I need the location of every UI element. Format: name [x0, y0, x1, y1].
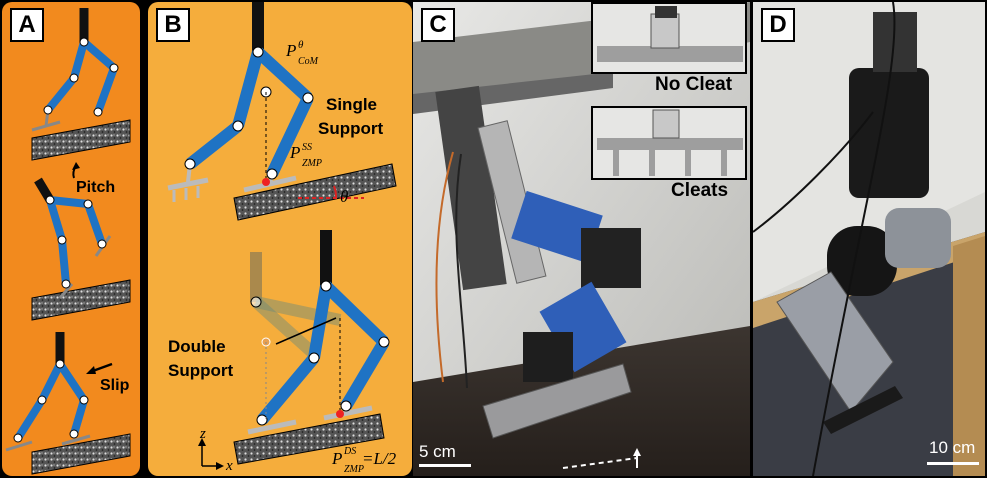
single-support-line2: Support: [318, 119, 383, 138]
p-zmp-ds: P: [331, 449, 342, 468]
panel-c-label: C: [421, 8, 455, 42]
p-zmp-ds-sup: DS: [343, 446, 356, 457]
panel-c-overlay: [562, 448, 641, 469]
inset-cleats: [591, 106, 747, 180]
slip-label: Slip: [100, 377, 130, 394]
inset-cleats-image: [593, 108, 745, 178]
ground-block-2: [31, 279, 131, 321]
zmp-marker-ds: [336, 410, 344, 418]
axis-x-label: x: [225, 458, 233, 474]
robot-double-support: [233, 230, 390, 465]
p-zmp-ss-sub: ZMP: [302, 158, 322, 169]
axes-indicator: [198, 438, 224, 470]
cleated-foot: [482, 363, 632, 439]
scale-5cm-bar: [419, 464, 471, 467]
panel-a: Pitch Slip A: [2, 2, 140, 476]
theta-label: θ: [340, 187, 348, 206]
ground-block-1: [31, 119, 131, 161]
robot-single-support: [167, 2, 397, 221]
panel-d-label: D: [761, 8, 795, 42]
panel-c-photo: No Cleat Cleats 5 cm C: [413, 2, 750, 476]
panel-b-label: B: [156, 8, 190, 42]
p-zmp-ds-sub: ZMP: [344, 464, 364, 475]
p-com-sub: CoM: [298, 56, 319, 67]
p-zmp-ss: P: [289, 143, 300, 162]
panel-a-label: A: [10, 8, 44, 42]
terrain-slope: [233, 163, 397, 221]
no-cleat-label: No Cleat: [655, 74, 733, 95]
double-support-line2: Support: [168, 361, 233, 380]
scale-5cm-label: 5 cm: [419, 442, 456, 461]
p-zmp-ds-eq: =L/2: [362, 449, 397, 468]
p-com-sup: θ: [298, 39, 304, 51]
motor-housing: [849, 68, 929, 198]
leg-linkage: [776, 271, 894, 413]
p-com: P: [285, 41, 296, 60]
pitch-label: Pitch: [76, 179, 115, 196]
robot-slip: [5, 332, 131, 475]
inset-no-cleat-image: [593, 4, 745, 72]
panel-d-photo: 10 cm D: [753, 2, 985, 476]
scale-10cm-bar: [927, 462, 979, 465]
single-support-line1: Single: [326, 95, 377, 114]
robot-standing: [31, 8, 131, 161]
ground-block-3: [31, 433, 131, 475]
panel-d-drawing: [753, 2, 985, 476]
terrain-flat: [233, 413, 385, 465]
panel-b: P θ CoM Single Support P SS ZMP θ: [148, 2, 412, 476]
cleats-label: Cleats: [671, 180, 729, 201]
knee-motor: [581, 228, 641, 288]
foot: [823, 386, 903, 434]
inset-no-cleat: [591, 2, 747, 74]
mount-bracket: [435, 85, 507, 291]
panel-a-drawing: Pitch Slip: [5, 8, 131, 475]
double-support-line1: Double: [168, 337, 226, 356]
panel-b-drawing: P θ CoM Single Support P SS ZMP θ: [167, 2, 397, 475]
scale-10cm-label: 10 cm: [929, 438, 976, 457]
zmp-marker-ss: [262, 178, 270, 186]
axis-z-label: z: [199, 426, 206, 442]
p-zmp-ss-sup: SS: [302, 142, 312, 153]
blue-thigh: [511, 190, 603, 264]
robot-pitch: [31, 162, 131, 321]
panel-c-drawing: [413, 2, 750, 476]
